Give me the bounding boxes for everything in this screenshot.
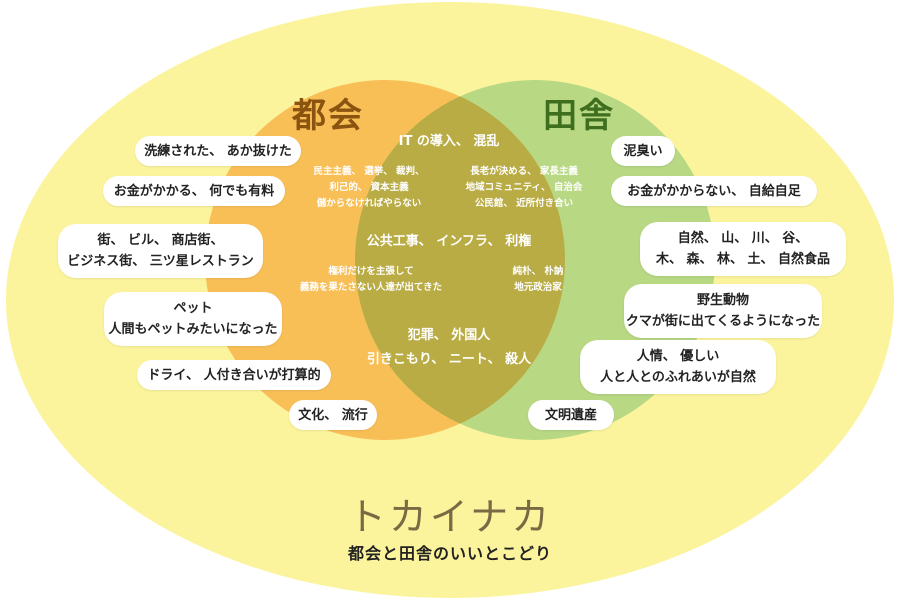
tokainaka-subtitle: 都会と田舎のいいとこどり (347, 544, 552, 563)
city-item-dry: ドライ、 人付き合いが打算的 (137, 360, 331, 390)
overlap-simple: 純朴、 朴訥 地元政治家 (512, 266, 564, 293)
country-item-kindness: 人情、 優しい 人と人とのふれあいが自然 (580, 340, 776, 394)
city-item-culture: 文化、 流行 (289, 400, 377, 430)
overlap-it: IT の導入、 混乱 (398, 134, 500, 149)
overlap-public-works: 公共工事、 インフラ、 利権 (366, 234, 532, 249)
country-item-nature: 自然、 山、 川、 谷、 木、 森、 林、 土、 自然食品 (640, 222, 846, 276)
country-item-earthy: 泥臭い (611, 136, 675, 166)
city-title: 都会 (292, 96, 364, 136)
overlap-elders: 長老が決める、 家長主義 地域コミュニティ、 自治会 公民館、 近所付き合い (465, 166, 583, 209)
tokainaka-title: トカイナカ (347, 495, 553, 539)
country-item-self-sufficient: お金がかからない、 自給自足 (611, 176, 817, 206)
city-item-sophisticated: 洗練された、 あか抜けた (135, 136, 301, 166)
country-title: 田舎 (543, 96, 615, 136)
overlap-democracy: 民主主義、 選挙、 裁判、 利己的、 資本主義 儲からなければやらない (313, 166, 425, 209)
country-item-wildlife: 野生動物 クマが街に出てくるようになった (624, 284, 822, 338)
city-item-pet: ペット 人間もペットみたいになった (104, 292, 282, 346)
city-item-town: 街、 ビル、 商店街、 ビジネス街、 三ツ星レストラン (58, 224, 263, 278)
overlap-region (355, 80, 565, 440)
country-item-heritage: 文明遺産 (528, 400, 614, 430)
overlap-rights: 権利だけを主張して 義務を果たさない人達が出てきた (299, 266, 443, 293)
city-item-costly: お金がかかる、 何でも有料 (103, 176, 285, 206)
overlap-crime: 犯罪、 外国人 引きこもり、 ニート、 殺人 (366, 328, 532, 367)
